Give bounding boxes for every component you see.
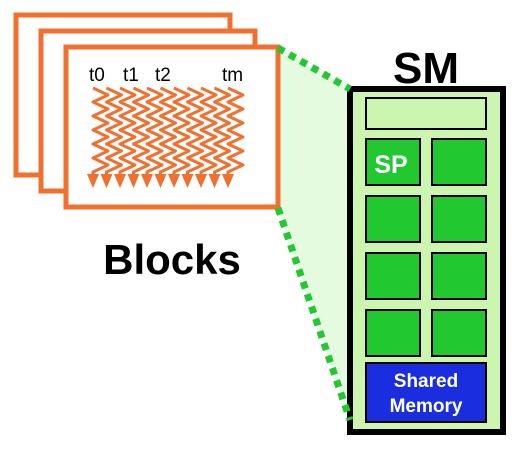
sp-core xyxy=(431,138,487,186)
projection-area xyxy=(278,48,350,420)
connector-top xyxy=(276,44,352,93)
sp-core xyxy=(365,309,421,357)
thread-arrow xyxy=(172,86,191,176)
thread-arrow xyxy=(213,86,231,176)
thread-arrowhead xyxy=(100,174,113,188)
sp-core xyxy=(431,252,487,300)
thread-arrowhead xyxy=(154,174,167,188)
thread-arrowhead xyxy=(87,174,99,188)
sp-core xyxy=(365,195,421,243)
thread-arrow xyxy=(105,86,123,176)
blocks-label: Blocks xyxy=(103,236,241,283)
thread-arrow xyxy=(132,86,150,176)
thread-arrow xyxy=(118,86,137,176)
thread-arrow xyxy=(226,86,245,176)
thread-arrowhead xyxy=(208,174,221,188)
thread-arrowhead xyxy=(195,174,207,188)
sp-core-grid xyxy=(365,138,487,357)
thread-label-tm: tm xyxy=(222,65,243,86)
thread-arrowhead xyxy=(114,174,126,188)
sp-core xyxy=(431,309,487,357)
sp-label: SP xyxy=(374,151,407,179)
connector-bottom xyxy=(274,206,354,422)
sp-core xyxy=(365,252,421,300)
thread-arrowhead xyxy=(222,174,234,188)
thread-arrow xyxy=(145,86,164,176)
thread-label-t0: t0 xyxy=(89,65,105,86)
thread-arrow xyxy=(199,86,218,176)
sm-label: SM xyxy=(393,44,459,93)
thread-arrowhead xyxy=(141,174,153,188)
sm-top-bar xyxy=(365,97,487,130)
sp-core xyxy=(365,138,421,186)
thread-arrowhead xyxy=(168,174,180,188)
shared-memory-label-line1: Shared xyxy=(394,371,458,392)
thread-arrow xyxy=(186,86,204,176)
shared-memory-label-line2: Memory xyxy=(390,396,463,417)
thread-label-t2: t2 xyxy=(155,65,171,86)
thread-arrowhead xyxy=(127,174,140,188)
shared-memory-box xyxy=(365,362,487,423)
thread-label-t1: t1 xyxy=(123,65,139,86)
thread-arrow xyxy=(159,86,177,176)
thread-arrowhead xyxy=(181,174,194,188)
thread-arrows xyxy=(87,86,245,188)
thread-arrow xyxy=(91,86,110,176)
sp-core xyxy=(431,195,487,243)
